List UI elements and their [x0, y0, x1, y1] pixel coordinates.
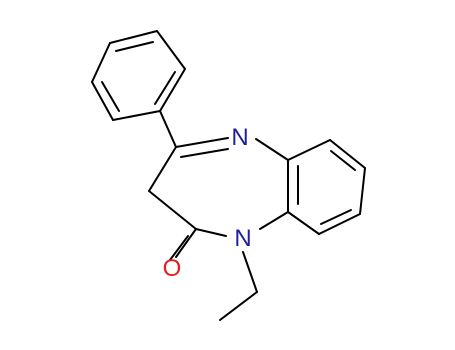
benzo-ring — [287, 139, 366, 235]
atom-label-n-imine: N — [231, 124, 248, 151]
bond — [242, 251, 258, 293]
bond — [156, 30, 186, 70]
bond — [287, 211, 320, 235]
carbonyl-double-bond — [169, 235, 189, 261]
bond — [359, 167, 366, 215]
bond — [175, 228, 197, 258]
aromatic-double-bond — [115, 41, 154, 52]
bond — [148, 190, 197, 230]
phenyl-ring — [91, 30, 186, 121]
bond — [175, 137, 229, 148]
bond — [329, 139, 366, 169]
bond — [109, 30, 158, 44]
bond — [112, 110, 161, 121]
bond — [318, 213, 361, 235]
bond — [159, 68, 186, 112]
aromatic-double-bond — [330, 150, 356, 171]
bond — [255, 138, 289, 161]
bond — [219, 291, 258, 321]
aromatic-double-bond — [154, 71, 176, 105]
bond — [91, 81, 114, 121]
aromatic-double-bond — [101, 81, 120, 112]
bond — [91, 42, 111, 83]
atom-label-n-amide: N — [234, 225, 251, 252]
imine-double-bond — [180, 148, 229, 158]
bond — [159, 110, 177, 148]
aromatic-double-bond — [320, 209, 352, 225]
bond — [259, 211, 289, 230]
bond — [287, 139, 331, 161]
bond — [195, 228, 227, 237]
atom-label-o-carbonyl: O — [163, 255, 182, 282]
bond — [148, 146, 177, 192]
